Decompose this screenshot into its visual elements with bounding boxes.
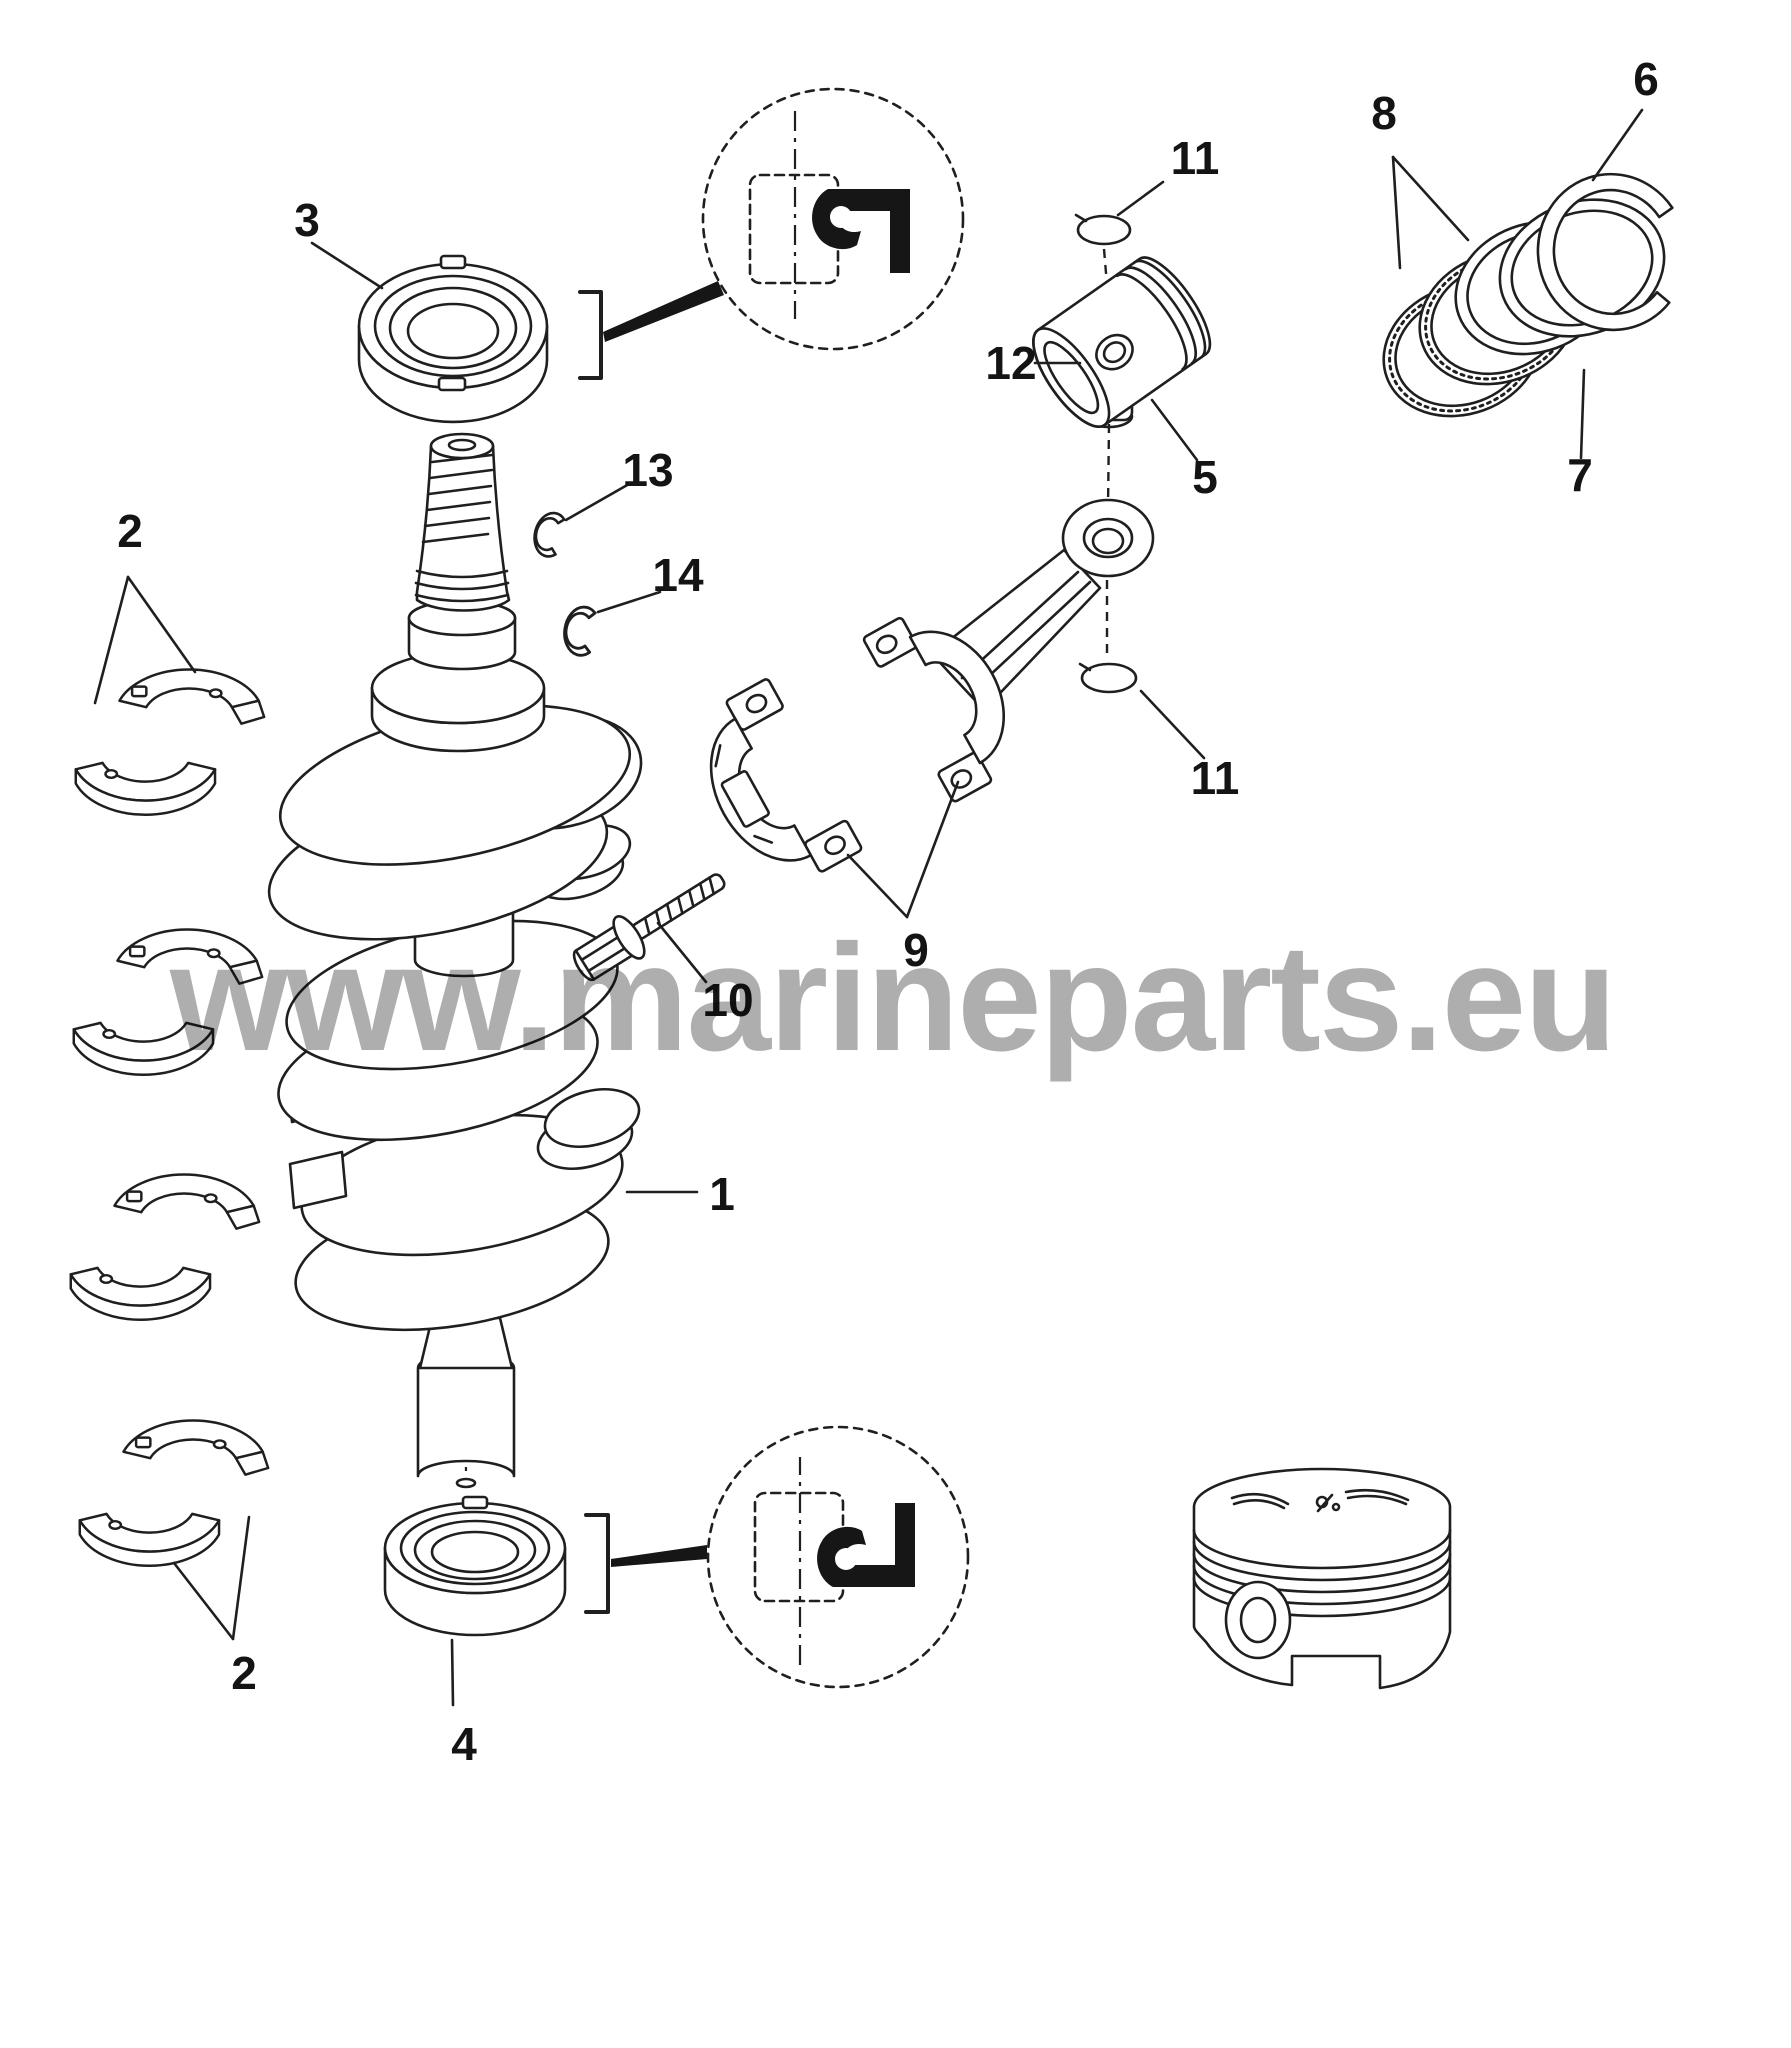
callout-crankshaft: 1 <box>709 1168 735 1220</box>
main-bearing-pair-1 <box>74 668 266 816</box>
main-bearing-pair-3 <box>69 1173 261 1321</box>
piston <box>1032 256 1212 429</box>
woodruff-key-lower <box>563 605 597 657</box>
callout-woodruff-key-upper: 13 <box>622 444 674 496</box>
callout-connecting-rod-bolt: 10 <box>702 974 754 1026</box>
piston-ring-clip <box>1536 172 1674 332</box>
oil-seal-lower <box>383 1495 567 1637</box>
connecting-rod-bolt <box>572 873 726 982</box>
assembled-piston <box>1192 1467 1452 1690</box>
alignment-line <box>1102 248 1109 286</box>
callout-piston-pin-clip-upper: 11 <box>1170 132 1220 184</box>
thread-hatching <box>414 453 510 603</box>
callout-oil-seal-upper: 3 <box>294 194 320 246</box>
connecting-rod-cap <box>709 678 863 873</box>
woodruff-key-upper <box>533 511 566 558</box>
oil-seal-upper <box>357 254 549 424</box>
callout-piston-ring-set: 8 <box>1371 87 1397 139</box>
piston-pin-clip-lower <box>1078 662 1138 694</box>
inset-arrow-upper <box>603 281 724 342</box>
main-bearing-pair-4 <box>78 1419 270 1567</box>
crankshaft <box>267 432 643 1489</box>
callout-oil-ring: 7 <box>1567 449 1593 501</box>
inset-arrow-lower <box>611 1545 707 1567</box>
seal-section-inset-upper <box>701 87 965 351</box>
watermark-text: www.marineparts.eu <box>170 913 1617 1083</box>
callout-main-bearing-set-lower: 2 <box>231 1647 257 1699</box>
callout-piston-pin-clip-lower: 11 <box>1190 752 1240 804</box>
callout-oil-seal-lower: 4 <box>451 1718 477 1770</box>
callout-woodruff-key-lower: 14 <box>652 549 704 601</box>
callout-main-bearing-set-upper: 2 <box>117 505 143 557</box>
bracket-seal-upper <box>578 290 603 380</box>
callout-piston-pin: 12 <box>985 337 1037 389</box>
alignment-line <box>1106 423 1111 509</box>
seal-section-inset-lower <box>706 1425 970 1689</box>
bracket-seal-lower <box>584 1513 610 1614</box>
piston-pin-clip-upper <box>1074 213 1132 246</box>
connecting-rod <box>862 498 1155 803</box>
callout-piston: 5 <box>1192 451 1218 503</box>
callout-connecting-rod-and-cap: 9 <box>903 924 929 976</box>
callout-piston-ring-clip: 6 <box>1633 53 1659 105</box>
